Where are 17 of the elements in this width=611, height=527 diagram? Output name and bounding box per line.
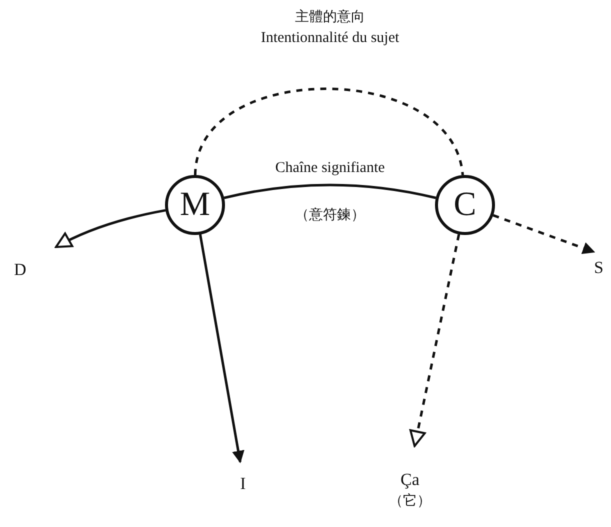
node-label: D xyxy=(14,238,56,280)
text-label: Intentionnalité du sujet xyxy=(260,30,400,47)
node-label: I xyxy=(232,462,254,494)
edge-label: Chaîne signifiante xyxy=(275,160,385,177)
text-label: 主體的意向 xyxy=(295,8,365,26)
letter-circle: C xyxy=(435,175,495,235)
node-caption: （它） xyxy=(389,492,431,510)
arrow xyxy=(198,234,244,464)
connector-line xyxy=(224,184,436,200)
letter-circle: M xyxy=(165,175,225,235)
arrow xyxy=(409,234,460,448)
dashed-arc xyxy=(194,88,464,176)
text-label: （意符鍊） xyxy=(295,206,365,224)
node-label: S xyxy=(594,234,611,278)
arrow xyxy=(54,209,166,248)
arrow xyxy=(492,214,596,254)
node-label: Ça xyxy=(390,446,430,490)
